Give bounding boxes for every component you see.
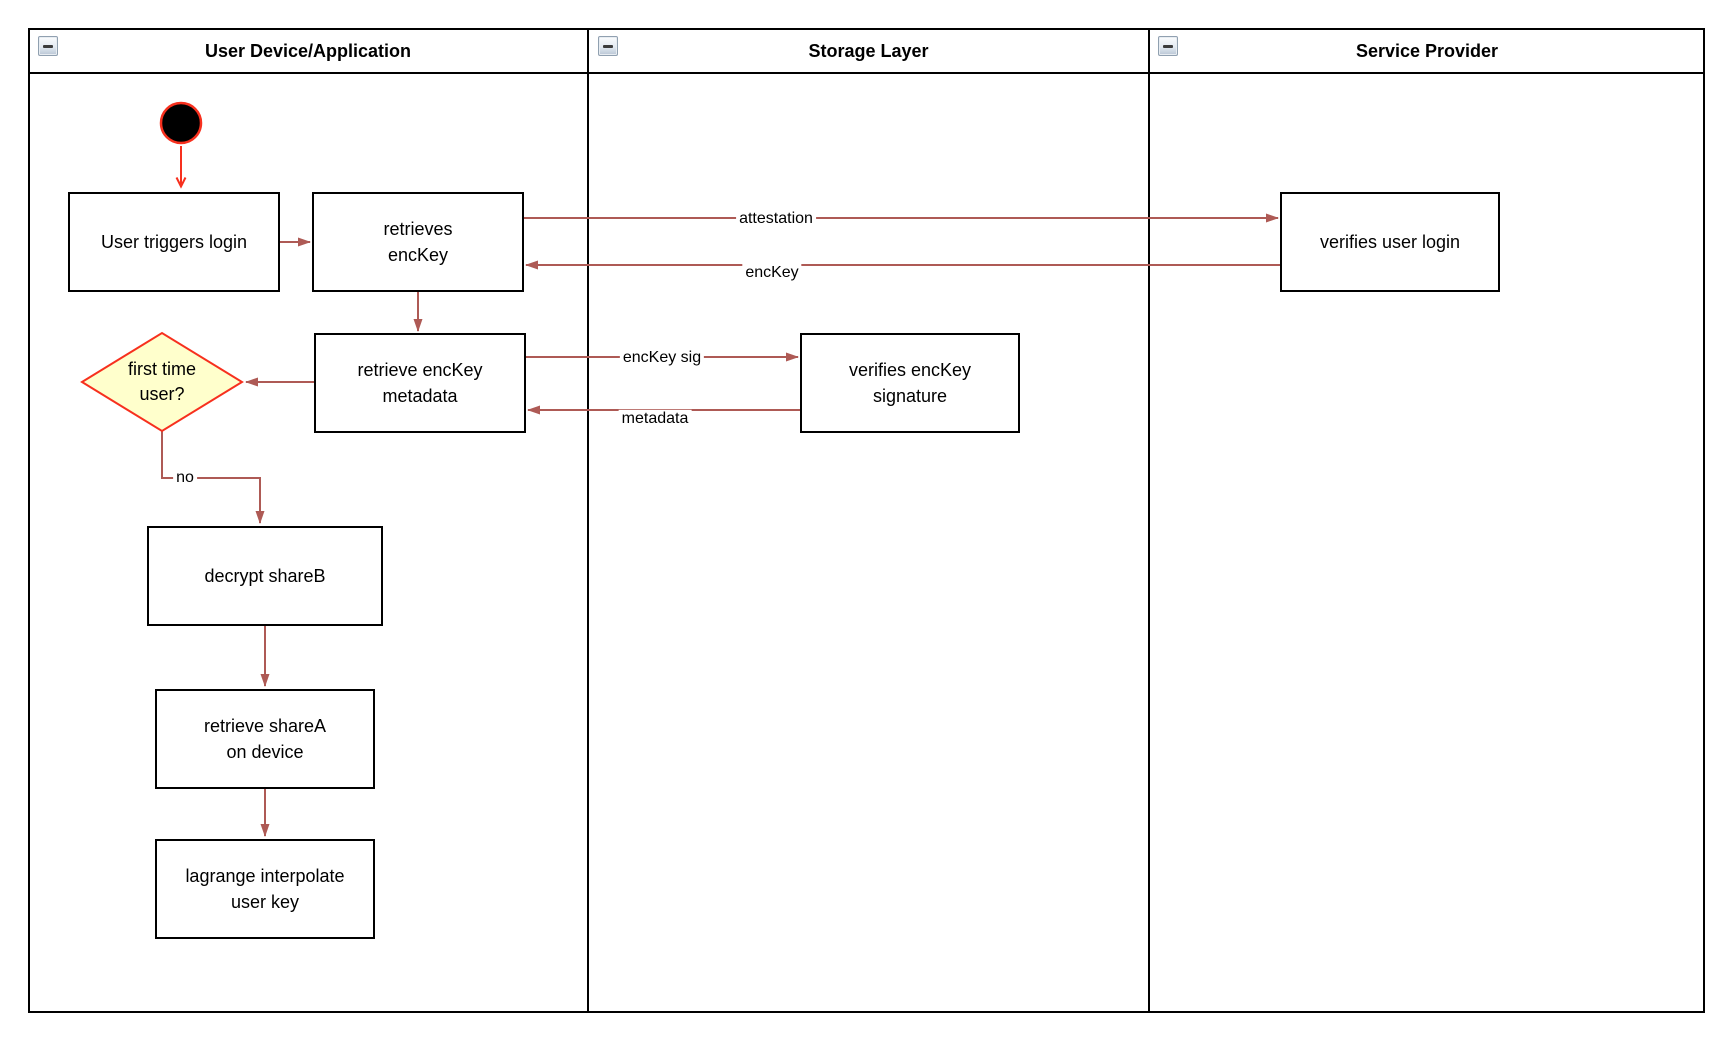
activity-user-triggers-login[interactable]: User triggers login (68, 192, 280, 292)
activity-retrieve-sharea-on-device[interactable]: retrieve shareA on device (155, 689, 375, 789)
collapse-icon[interactable] (1158, 36, 1178, 56)
collapse-icon[interactable] (38, 36, 58, 56)
activity-lagrange-interpolate-user-key[interactable]: lagrange interpolate user key (155, 839, 375, 939)
edge-label-enckey[interactable]: encKey (742, 263, 802, 283)
lane-header-service-provider[interactable]: Service Provider (1355, 41, 1499, 61)
activity-verifies-user-login[interactable]: verifies user login (1280, 192, 1500, 292)
activity-retrieves-enckey[interactable]: retrieves encKey (312, 192, 524, 292)
lane-header-storage-layer[interactable]: Storage Layer (808, 41, 929, 61)
minus-icon (43, 44, 53, 48)
activity-decrypt-shareb[interactable]: decrypt shareB (147, 526, 383, 626)
initial-state-node[interactable] (159, 101, 203, 145)
edge-label-attestation[interactable]: attestation (736, 209, 816, 229)
edge-label-enckey-sig[interactable]: encKey sig (619, 348, 705, 368)
activity-verifies-enckey-signature[interactable]: verifies encKey signature (800, 333, 1020, 433)
edge-decision-no[interactable] (161, 431, 265, 524)
pool-frame (28, 28, 1705, 1013)
minus-icon (1163, 44, 1173, 48)
edge-label-no[interactable]: no (173, 468, 197, 488)
activity-retrieve-enckey-metadata[interactable]: retrieve encKey metadata (314, 333, 526, 433)
lane-header-user-device[interactable]: User Device/Application (204, 41, 412, 61)
decision-first-time-user[interactable] (80, 331, 244, 433)
decision-label: first time user? (127, 358, 196, 404)
minus-icon (603, 44, 613, 48)
collapse-icon[interactable] (598, 36, 618, 56)
edge-label-metadata[interactable]: metadata (618, 409, 692, 429)
